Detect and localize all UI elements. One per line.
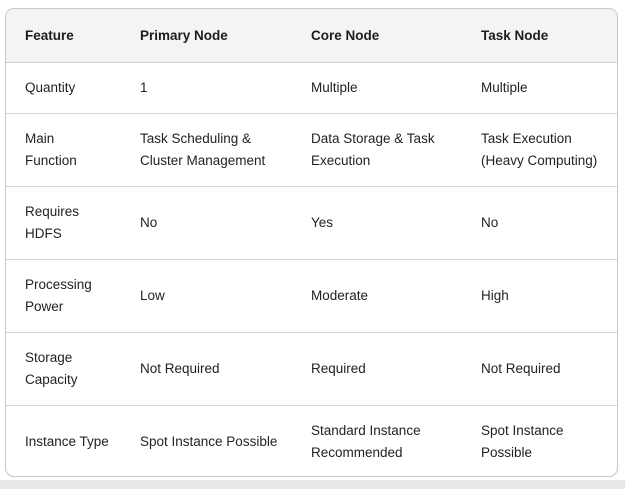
- task-node-value: Not Required: [462, 332, 617, 406]
- core-node-value: Data Storage & Task Execution: [292, 113, 462, 187]
- primary-node-value: Spot Instance Possible: [140, 434, 278, 449]
- core-node-value: Required: [292, 332, 462, 406]
- feature-label: Processing Power: [6, 259, 121, 333]
- column-header-task-node: Task Node: [462, 9, 617, 63]
- table-row-processing-power: Processing Power Low Moderate High: [6, 259, 617, 333]
- core-node-value: Moderate: [292, 259, 462, 333]
- primary-node-value: Task Scheduling & Cluster Management: [121, 113, 292, 187]
- feature-label: Quantity: [6, 62, 121, 114]
- table-header: Feature Primary Node Core Node Task Node: [6, 9, 617, 63]
- task-node-value: High: [462, 259, 617, 333]
- primary-node-value: Not Required: [121, 332, 292, 406]
- column-header-primary-node: Primary Node: [121, 9, 292, 63]
- task-node-value: Multiple: [462, 62, 617, 114]
- table-row-quantity: Quantity 1 Multiple Multiple: [6, 62, 617, 114]
- table-row-requires-hdfs: Requires HDFS No Yes No: [6, 186, 617, 260]
- node-comparison-table: Feature Primary Node Core Node Task Node…: [6, 9, 617, 477]
- core-node-value: Yes: [292, 186, 462, 260]
- primary-node-value: No: [121, 186, 292, 260]
- table-body: Quantity 1 Multiple Multiple Main Functi…: [6, 62, 617, 477]
- core-node-value: Multiple: [292, 62, 462, 114]
- core-node-value: Standard Instance Recommended: [311, 423, 421, 460]
- primary-node-value: 1: [121, 62, 292, 114]
- task-node-value: Task Execution (Heavy Computing): [462, 113, 617, 187]
- column-header-feature: Feature: [6, 9, 121, 63]
- task-node-value: No: [462, 186, 617, 260]
- feature-label: Main Function: [6, 113, 121, 187]
- partial-element-below: [0, 480, 625, 489]
- table-row-instance-type: Instance Type Spot Instance Possible Sta…: [6, 406, 617, 477]
- header-row: Feature Primary Node Core Node Task Node: [6, 9, 617, 63]
- feature-label: Storage Capacity: [6, 332, 121, 406]
- primary-node-value: Low: [121, 259, 292, 333]
- feature-label: Instance Type: [25, 434, 109, 449]
- table-row-main-function: Main Function Task Scheduling & Cluster …: [6, 113, 617, 187]
- task-node-value: Spot Instance Possible: [481, 423, 564, 460]
- column-header-core-node: Core Node: [292, 9, 462, 63]
- table-row-storage-capacity: Storage Capacity Not Required Required N…: [6, 332, 617, 406]
- feature-label: Requires HDFS: [6, 186, 121, 260]
- node-comparison-card: Feature Primary Node Core Node Task Node…: [5, 8, 618, 477]
